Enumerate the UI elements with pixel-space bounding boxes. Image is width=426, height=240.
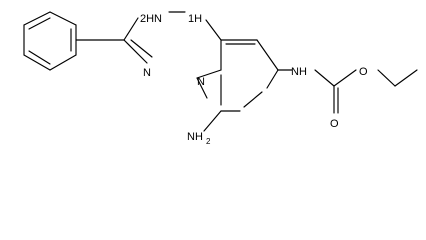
label-nh2-subscript: 2 [206,137,211,146]
bond [205,19,222,41]
label-2hn: 2HN [140,13,162,25]
bond [49,54,77,71]
double-bond-inner [130,39,153,58]
carbamate-group [277,69,418,114]
amino-bond [203,110,222,132]
bond [196,77,208,99]
pyridine-ring [196,39,279,112]
label-n4: N [143,67,151,79]
bond [394,69,418,87]
bond [377,69,396,87]
bond [123,17,139,41]
label-nh2-base: NH [187,131,203,143]
double-bond-inner [28,17,51,30]
bond [23,54,51,71]
bond [256,39,279,71]
bond [314,69,335,87]
bond [333,69,357,87]
phenyl-ring [23,11,77,71]
label-nh-carbamate: NH [291,66,307,78]
bond [23,11,51,26]
label-carbonyl-oxygen: O [330,118,339,130]
triazine-ring [123,11,222,79]
double-bond-inner [28,50,51,65]
chemical-structure-diagram: 2HN 1H N N NH O O NH 2 [23,11,418,146]
label-nh2: NH 2 [187,131,211,146]
bond [266,69,279,89]
double-bond-inner [243,91,263,108]
label-1h: 1H [188,13,202,25]
label-n6: N [197,76,205,88]
bond [196,69,222,79]
bond [49,11,77,26]
bond [123,39,148,64]
label-ether-oxygen: O [359,66,368,78]
